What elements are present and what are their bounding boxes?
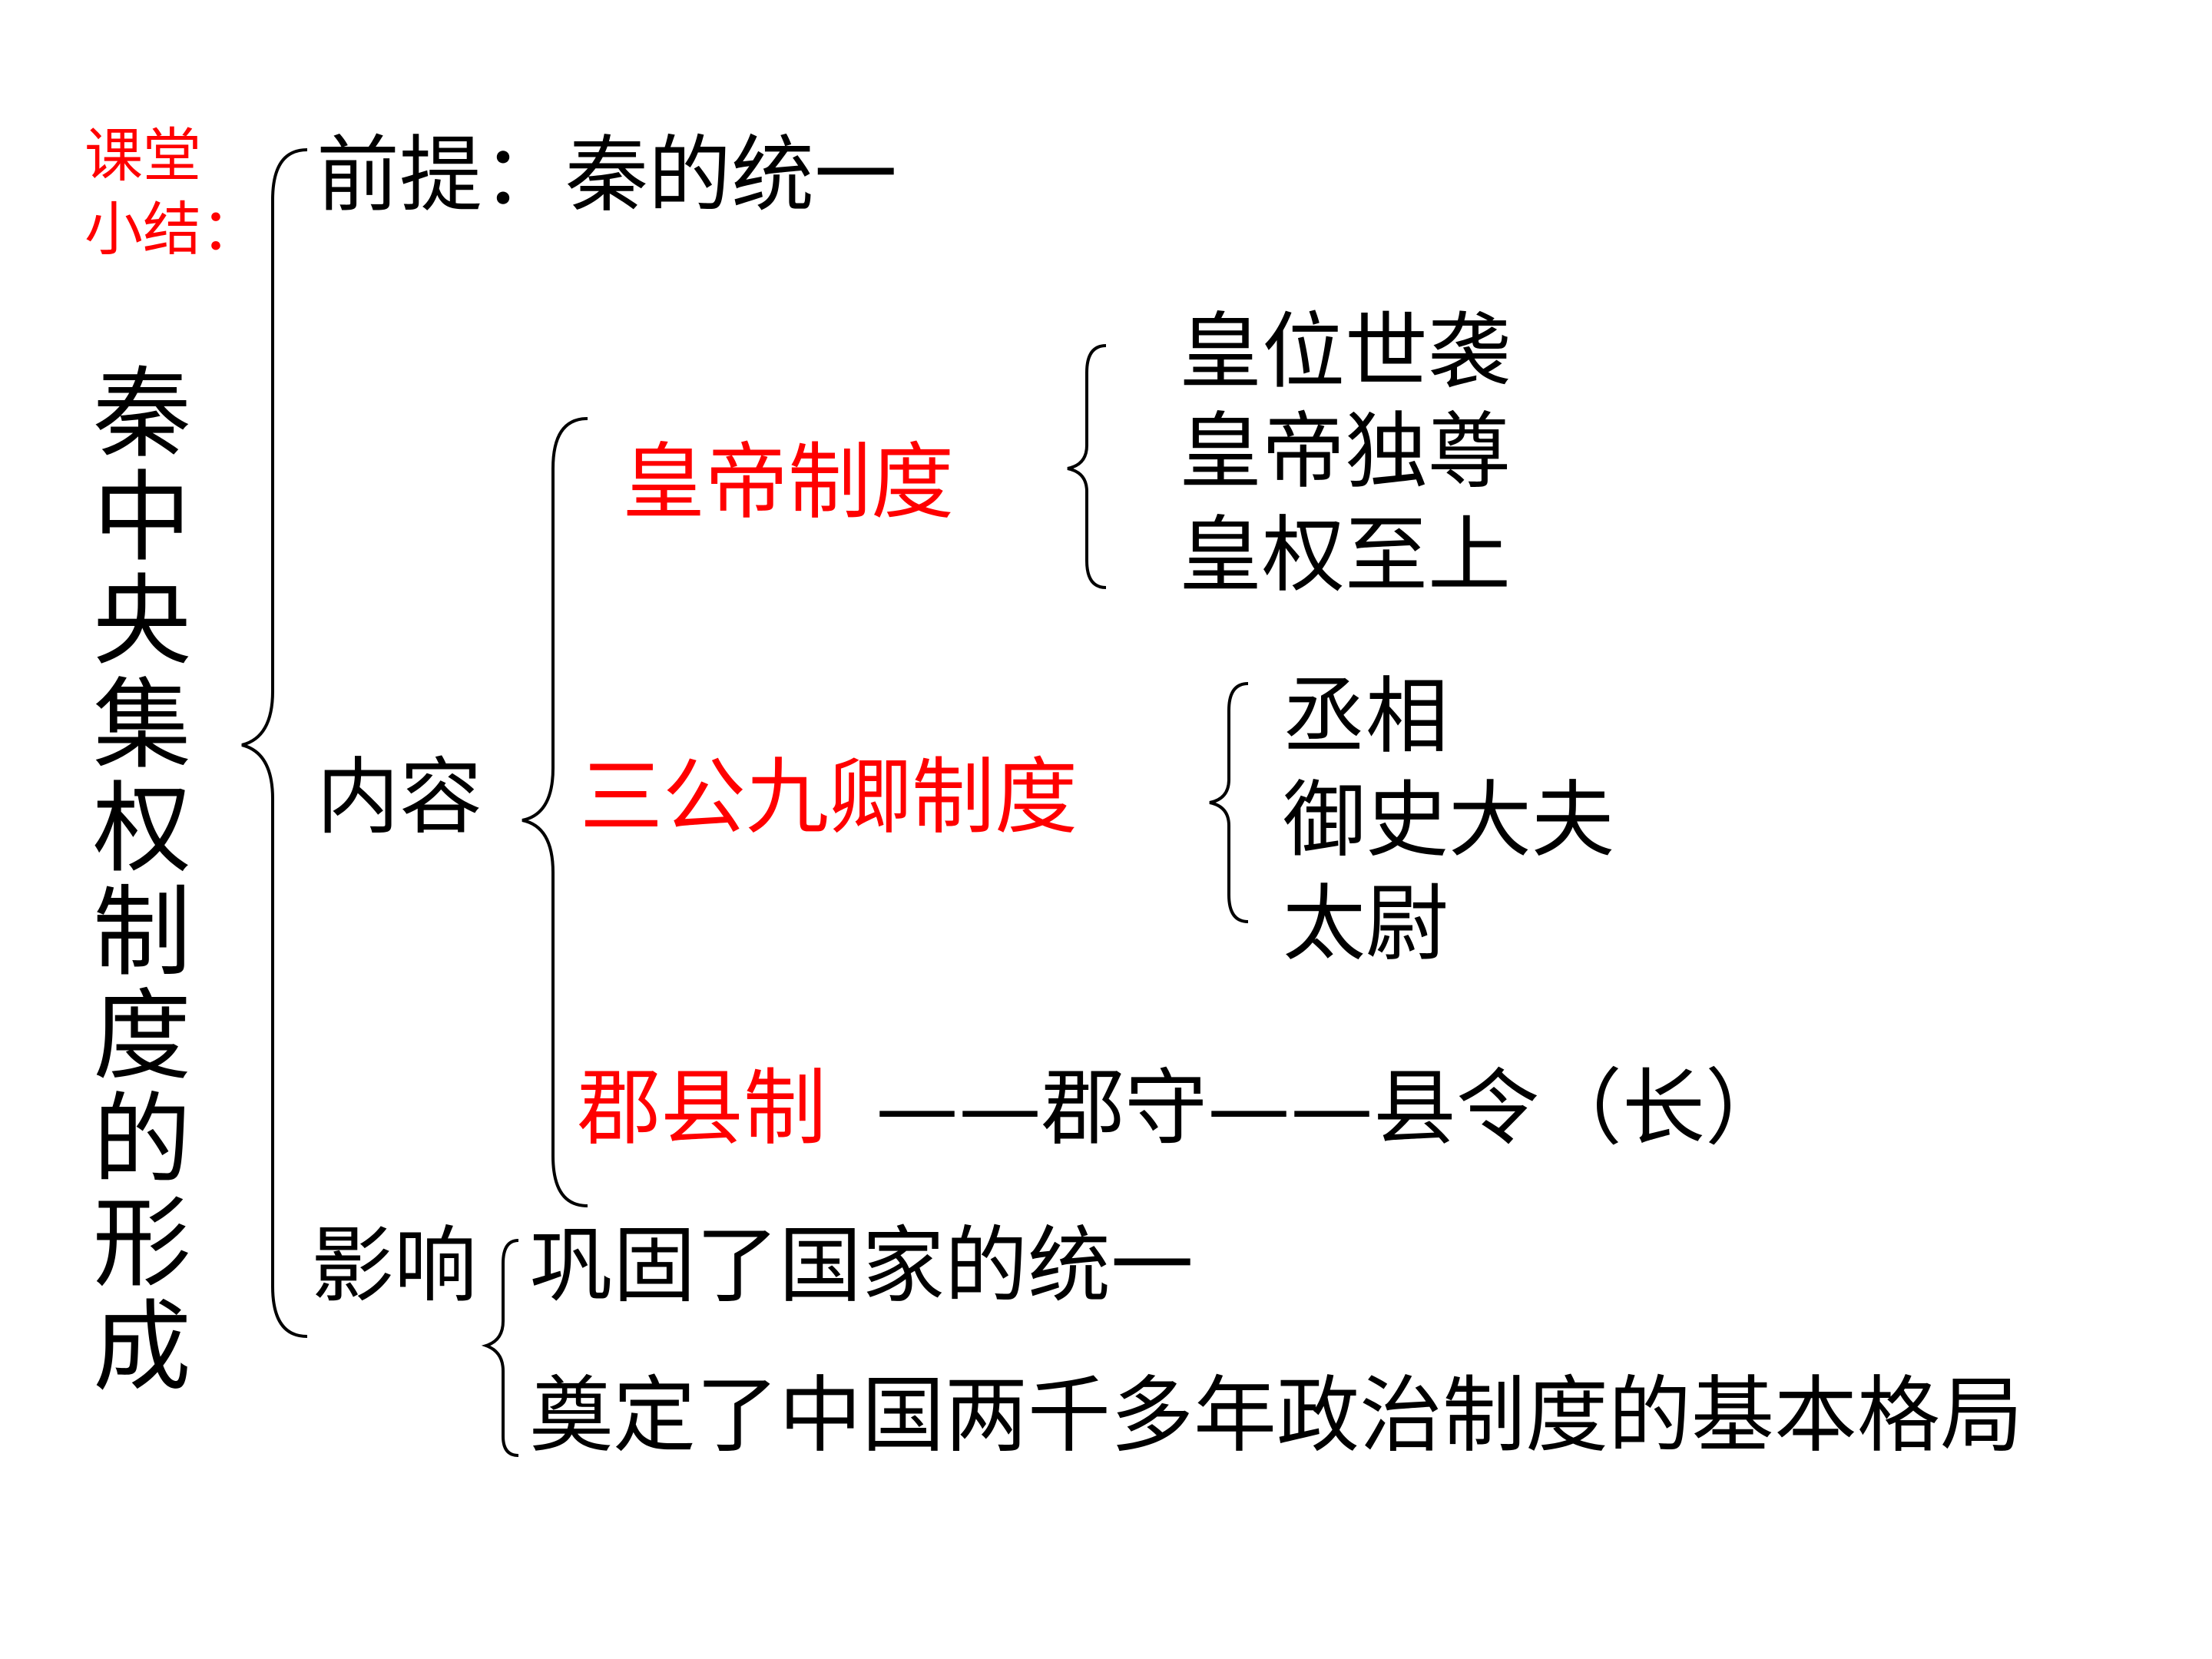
emperor-system: 皇帝制度 xyxy=(622,435,955,531)
influence-point: 巩固了国家的统一 xyxy=(530,1218,1194,1314)
summary-label: 课堂 小结： xyxy=(84,119,260,267)
main-brace xyxy=(241,148,308,1338)
commandery-chain: ——郡守——县令（长） xyxy=(876,1061,1789,1157)
emperor-brace xyxy=(1067,344,1107,589)
topic-char: 度 xyxy=(92,979,191,1094)
topic-char: 权 xyxy=(92,772,191,886)
emperor-point: 皇权至上 xyxy=(1179,508,1512,604)
three-dukes-point: 太尉 xyxy=(1283,876,1449,972)
three-dukes-system: 三公九卿制度 xyxy=(580,750,1078,846)
emperor-point: 皇位世袭 xyxy=(1179,304,1512,400)
influence-brace xyxy=(481,1239,519,1457)
three-dukes-point: 丞相 xyxy=(1283,669,1449,765)
topic-char: 形 xyxy=(92,1187,191,1301)
content-brace xyxy=(522,417,588,1207)
topic-char: 央 xyxy=(92,565,191,679)
emperor-point: 皇帝独尊 xyxy=(1179,404,1512,500)
topic-title: 秦 中 央 集 权 制 度 的 形 成 xyxy=(92,363,192,1399)
influence-point: 奠定了中国两千多年政治制度的基本格局 xyxy=(530,1368,2024,1464)
topic-char: 集 xyxy=(92,668,191,783)
premise-text: 前提：秦的统一 xyxy=(316,127,898,224)
topic-char: 制 xyxy=(92,876,191,990)
content-label: 内容 xyxy=(316,750,483,846)
topic-char: 的 xyxy=(92,1083,191,1197)
summary-label-line1: 课堂 xyxy=(84,121,201,190)
commandery-system: 郡县制 xyxy=(578,1061,827,1157)
topic-char: 中 xyxy=(92,461,191,575)
topic-char: 成 xyxy=(92,1290,191,1405)
influence-label: 影响 xyxy=(311,1218,478,1314)
three-dukes-point: 御史大夫 xyxy=(1283,773,1615,869)
topic-char: 秦 xyxy=(92,357,191,472)
summary-label-line2: 小结： xyxy=(84,195,260,263)
three-dukes-brace xyxy=(1209,682,1249,923)
